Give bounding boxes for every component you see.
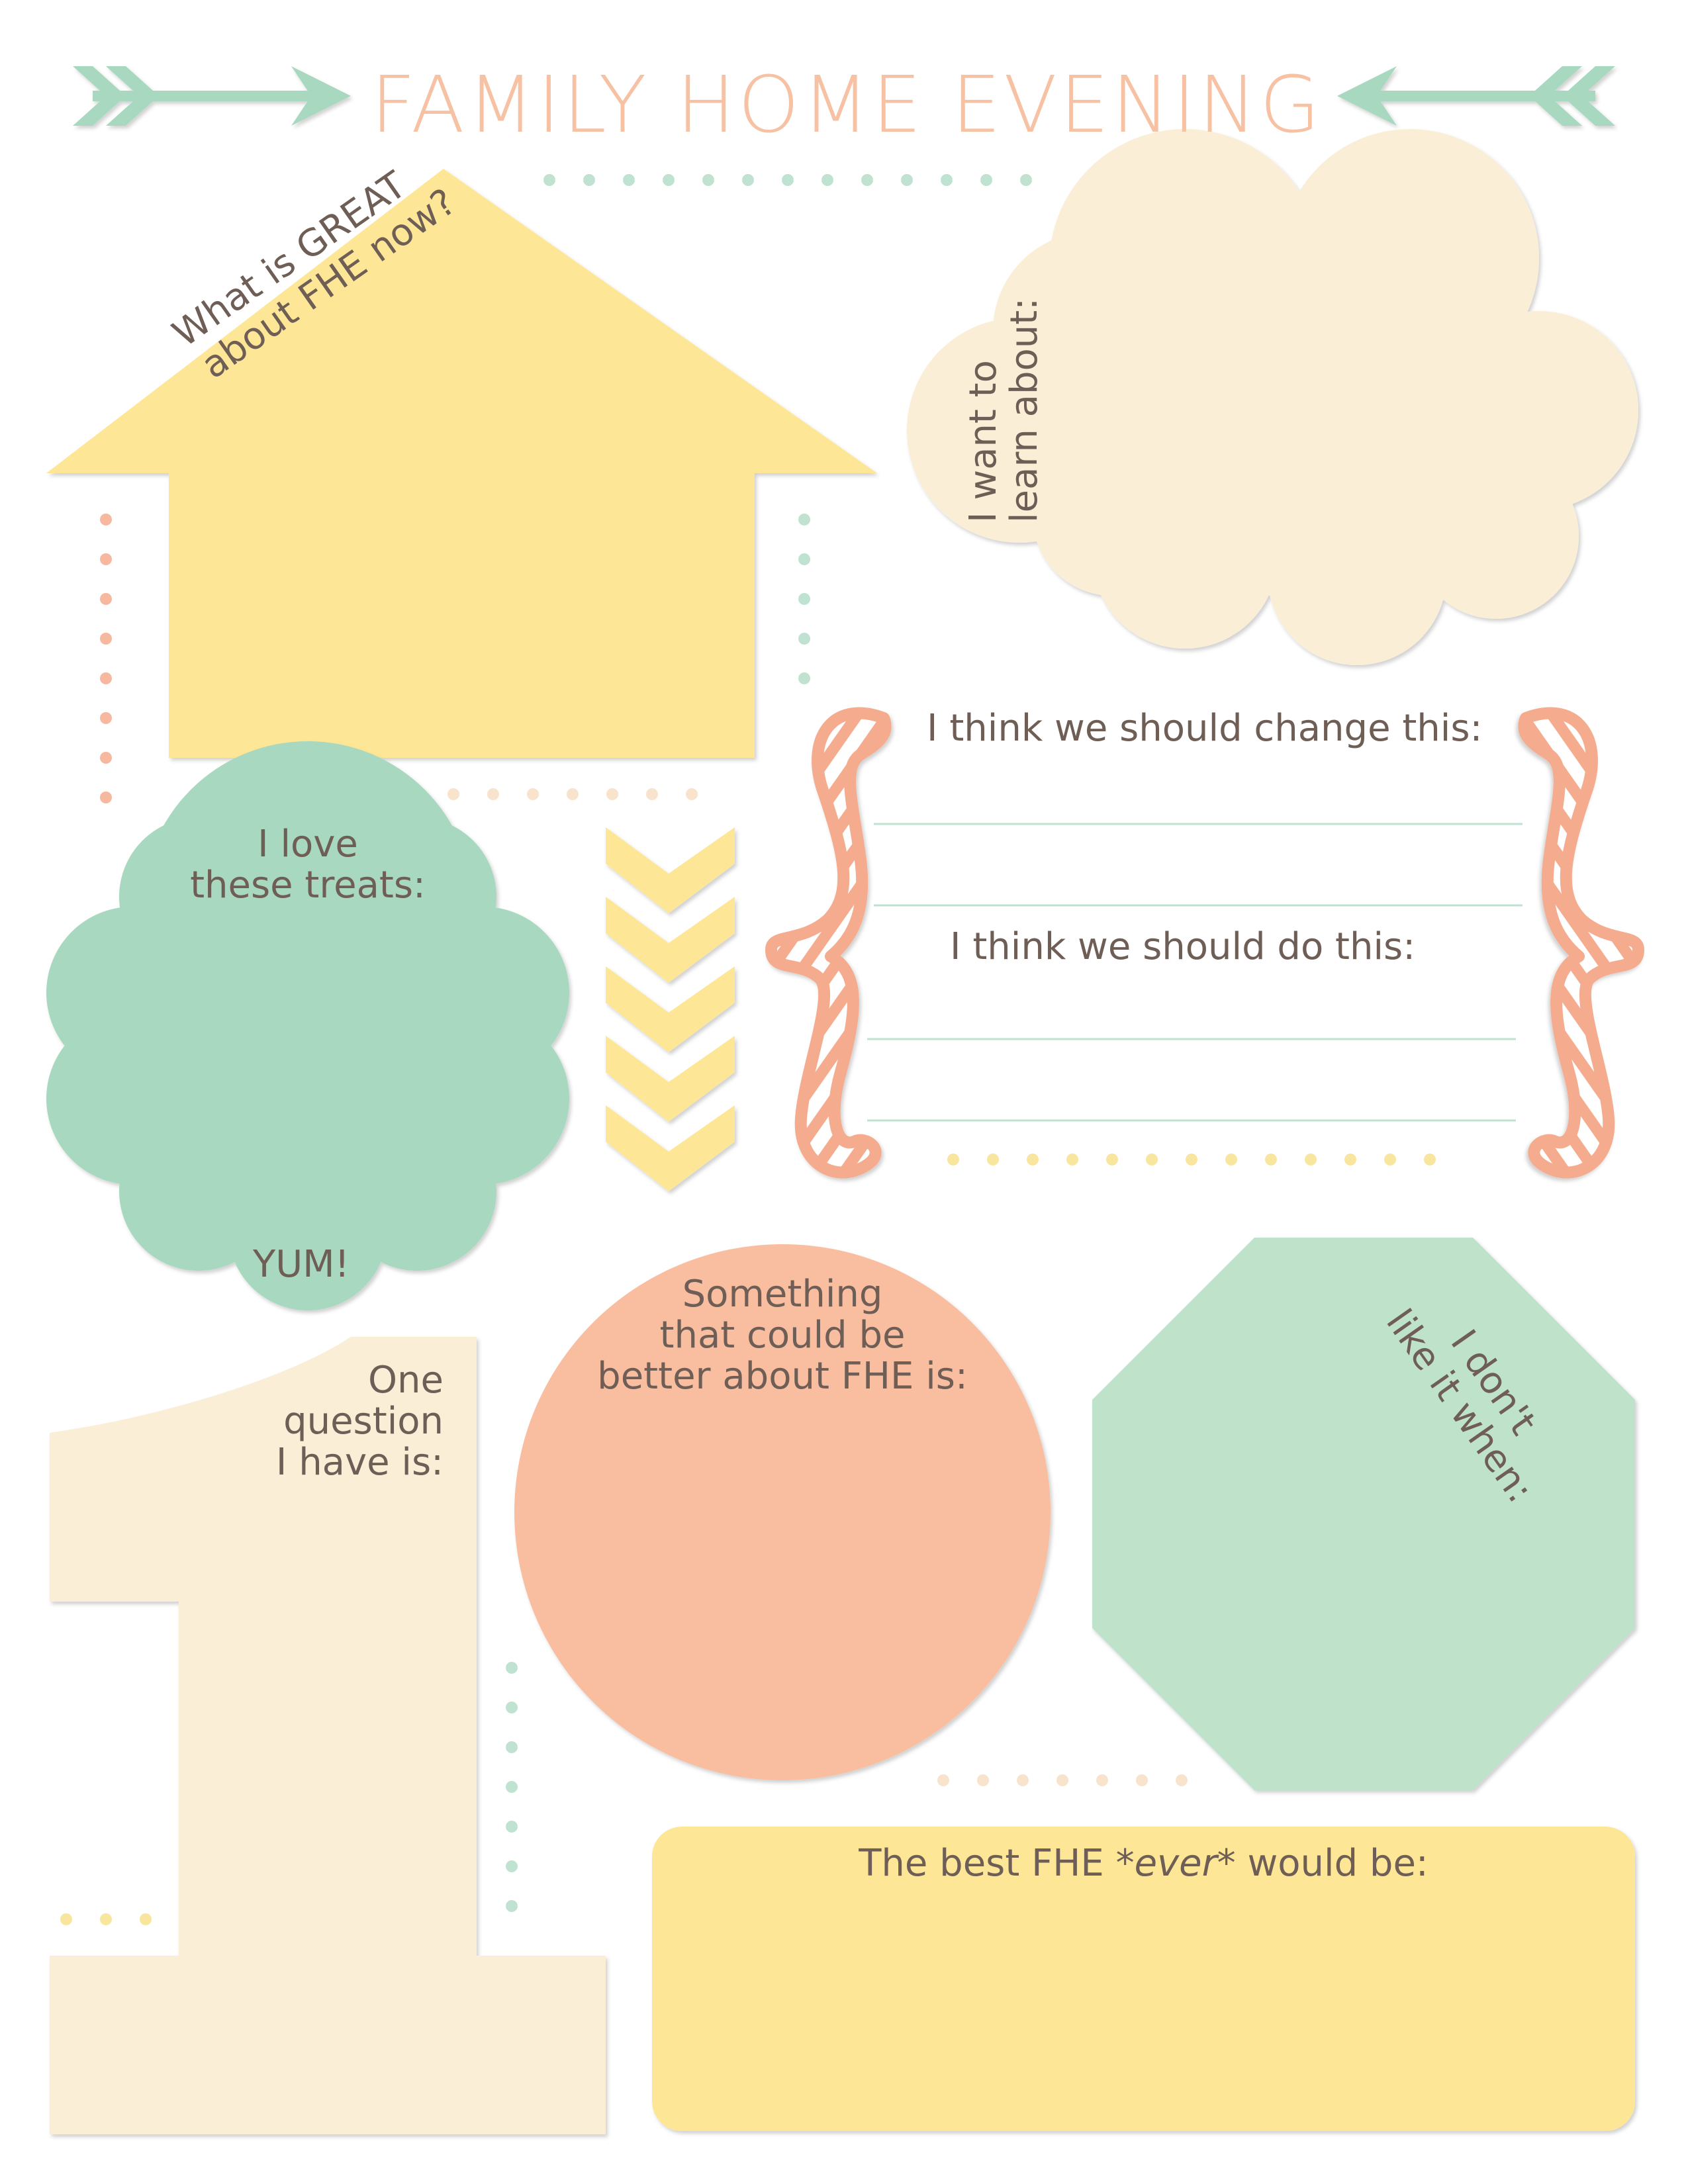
dotted-line-under-bracket (947, 1154, 1436, 1165)
dotted-line-left-house (100, 514, 112, 803)
question-prompt: One question I have is: (252, 1360, 444, 1483)
left-arrow-icon (73, 66, 351, 126)
left-brace-shape (765, 707, 892, 1179)
treats-prompt-line2: these treats: (190, 864, 426, 907)
question-prompt-line1: One (367, 1359, 444, 1402)
writing-lines (867, 823, 1523, 1122)
dotted-line-middle (447, 788, 698, 800)
dotted-line-above-box (937, 1774, 1188, 1786)
chevron-stack-icon (606, 827, 735, 1191)
treats-prompt-line1: I love (258, 823, 358, 866)
dotted-line-top (543, 174, 1032, 186)
best-fhe-prompt-after: would be: (1235, 1842, 1429, 1885)
dotted-line-bottom-left (60, 1913, 152, 1925)
better-prompt: Something that could be better about FHE… (571, 1274, 994, 1397)
best-fhe-prompt-emphasis: *ever* (1115, 1842, 1236, 1885)
treats-footer: YUM! (253, 1243, 350, 1286)
better-prompt-line3: better about FHE is: (597, 1355, 968, 1398)
best-fhe-prompt: The best FHE *ever* would be: (652, 1843, 1635, 1884)
dotted-line-vertical-bottom (506, 1662, 518, 1912)
right-brace-shape (1518, 707, 1644, 1179)
change-prompt: I think we should change this: (927, 707, 1483, 750)
house-shape (46, 169, 877, 758)
question-prompt-line2: question (283, 1400, 444, 1443)
number-one-shape (50, 1337, 606, 2134)
flower-shape (46, 741, 569, 1310)
dotted-line-right-house (798, 514, 810, 684)
better-prompt-line1: Something (682, 1273, 883, 1316)
question-prompt-line3: I have is: (275, 1441, 444, 1484)
right-arrow-icon (1337, 66, 1615, 126)
cloud-prompt-line1: I want to (962, 360, 1005, 523)
best-fhe-box-shape (652, 1827, 1635, 2131)
cloud-prompt-line2: learn about: (1003, 297, 1046, 523)
cloud-prompt: I want to learn about: (962, 297, 1046, 523)
cloud-shape (907, 129, 1638, 665)
treats-prompt: I love these treats: (169, 824, 447, 906)
page-title: FAMILY HOME EVENING (371, 59, 1323, 150)
circle-shape (514, 1244, 1051, 1780)
do-prompt: I think we should do this: (950, 925, 1416, 968)
best-fhe-prompt-before: The best FHE (859, 1842, 1116, 1885)
octagon-shape (1092, 1238, 1635, 1790)
better-prompt-line2: that could be (659, 1314, 906, 1357)
